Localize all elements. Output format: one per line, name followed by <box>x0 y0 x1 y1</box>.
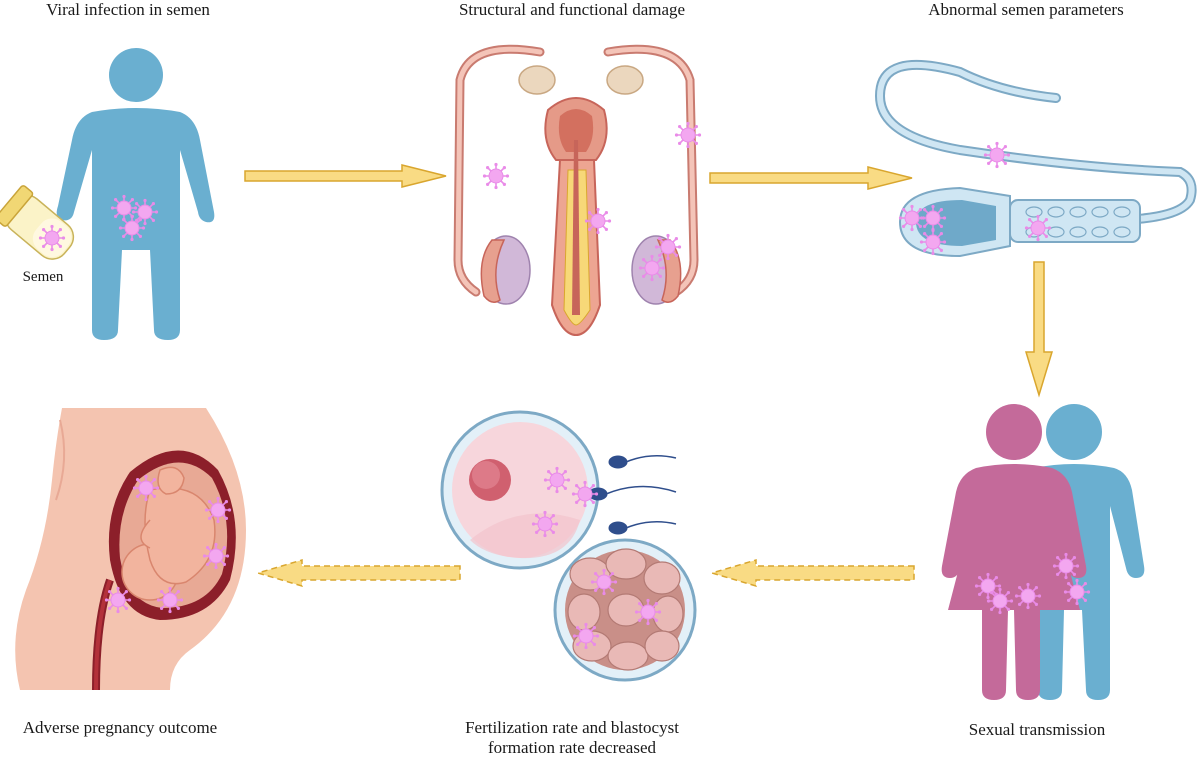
arrow-left-dashed-icon <box>709 558 915 588</box>
virus-icon <box>983 141 1011 169</box>
virus-icon <box>1063 578 1091 606</box>
virus-icon <box>919 204 947 232</box>
panel-title-structural-damage: Structural and functional damage <box>459 0 685 19</box>
virus-icon <box>543 466 571 494</box>
pregnant-abdomen-icon <box>15 408 247 691</box>
virus-icon <box>571 480 599 508</box>
virus-icon <box>204 496 232 524</box>
panel-fertilization: Fertilization rate and blastocyst format… <box>440 410 697 757</box>
virus-icon <box>638 254 666 282</box>
female-figure-icon <box>941 404 1087 700</box>
egg-cell-icon <box>440 410 600 570</box>
panel-semen-parameters: Abnormal semen parameters <box>874 0 1197 258</box>
virus-icon <box>118 214 146 242</box>
arrow-right-icon <box>244 164 447 188</box>
virus-icon <box>482 162 510 190</box>
virus-icon <box>654 233 682 261</box>
virus-icon <box>1024 214 1052 242</box>
virus-icon <box>38 224 66 252</box>
male-reproductive-tract-icon <box>453 44 699 337</box>
panel-structural-damage: Structural and functional damage <box>453 0 702 337</box>
arrow-left-dashed-icon <box>255 558 461 588</box>
virus-icon <box>590 568 618 596</box>
panel-sexual-transmission: Sexual transmission <box>941 404 1145 739</box>
panel-title-fertilization-line1: Fertilization rate and blastocyst <box>465 718 679 737</box>
virus-icon <box>634 598 662 626</box>
blastocyst-icon <box>553 538 697 682</box>
arrow-right-icon <box>709 166 913 190</box>
panel-pregnancy: Adverse pregnancy outcome <box>15 408 247 737</box>
arrow-down-icon <box>1024 261 1054 398</box>
male-figure-icon <box>56 48 215 340</box>
virus-icon <box>919 228 947 256</box>
panel-title-sexual-transmission: Sexual transmission <box>969 720 1106 739</box>
panel-title-pregnancy: Adverse pregnancy outcome <box>23 718 217 737</box>
semen-label: Semen <box>23 269 64 285</box>
virus-icon <box>202 542 230 570</box>
virus-icon <box>132 474 160 502</box>
virus-icon <box>674 121 702 149</box>
virus-icon <box>1014 582 1042 610</box>
virus-icon <box>156 586 184 614</box>
virus-icon <box>131 198 159 226</box>
sperm-small-icon <box>588 455 677 535</box>
panel-title-semen-parameters: Abnormal semen parameters <box>928 0 1123 19</box>
virus-icon <box>584 207 612 235</box>
virus-icon <box>572 622 600 650</box>
virus-icon <box>531 510 559 538</box>
virus-icon <box>104 586 132 614</box>
panel-title-fertilization-line2: formation rate decreased <box>488 738 657 757</box>
fetus-icon <box>121 466 216 601</box>
virus-icon <box>1052 552 1080 580</box>
panel-viral-infection: Viral infection in semen Semen <box>0 0 215 340</box>
panel-title-viral-infection: Viral infection in semen <box>46 0 210 19</box>
virus-icon <box>986 587 1014 615</box>
